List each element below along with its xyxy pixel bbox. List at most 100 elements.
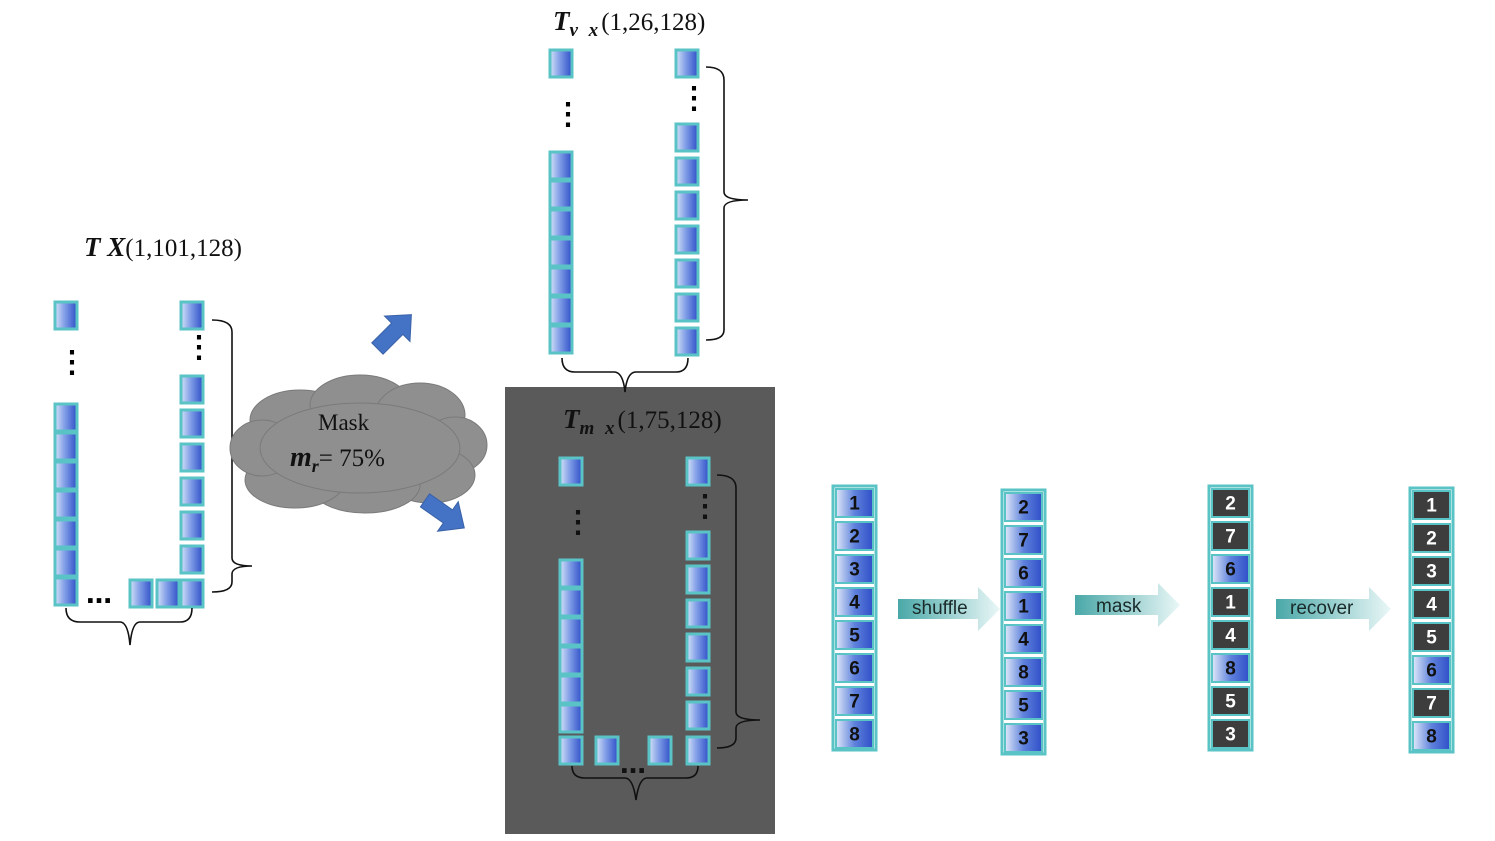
cell-number: 3 [1426, 562, 1437, 583]
cell-number: 4 [849, 593, 860, 614]
visible-cell [1412, 721, 1451, 751]
tvx-left-token [548, 48, 574, 79]
cloud-mask-label: Mask [318, 410, 370, 435]
tvx-title-subscript: v x [569, 20, 602, 41]
cell-number: 3 [1018, 729, 1029, 750]
tx-left-token [53, 402, 79, 433]
masked-cell [1412, 589, 1451, 619]
tvx-right-brace [705, 66, 749, 341]
visible-cell [1412, 655, 1451, 685]
tmx-left-token [558, 616, 584, 647]
tx-left-token [53, 547, 79, 578]
tmx-left-token [558, 558, 584, 589]
visible-cell [1211, 554, 1250, 584]
tmx-right-token [685, 735, 711, 766]
tx-right-token [179, 408, 205, 439]
tmx-left-token [558, 587, 584, 618]
tmx-left-token [558, 645, 584, 676]
tmx-title-subscript: m x [579, 418, 618, 439]
visible-cell [1004, 591, 1043, 621]
masked-cell [1412, 622, 1451, 652]
recover-arrow [1276, 587, 1391, 631]
tvx-left-token [548, 237, 574, 268]
tmx-right-token [685, 598, 711, 629]
tx-right-token [179, 476, 205, 507]
cell-number: 7 [1225, 527, 1236, 548]
tvx-left-token [548, 179, 574, 210]
cell-number: 6 [1426, 661, 1437, 682]
cell-number: 4 [1225, 626, 1236, 647]
tvx-right-token [674, 48, 700, 79]
tx-right-token [179, 300, 205, 331]
tmx-right-token [685, 530, 711, 561]
cell-number: 7 [1018, 531, 1029, 552]
tmx-left-token [558, 735, 584, 766]
tvx-left-token [548, 295, 574, 326]
mask-cloud [229, 374, 488, 514]
masked-cell [1412, 688, 1451, 718]
visible-cell [1004, 492, 1043, 522]
tvx-token-group [548, 48, 700, 357]
masked-cell [1412, 556, 1451, 586]
masked-cell [1211, 587, 1250, 617]
tvx-left-token [548, 266, 574, 297]
cell-number: 6 [849, 659, 860, 680]
cell-number: 8 [849, 725, 860, 746]
cell-number: 3 [1225, 725, 1236, 746]
tx-right-token [179, 442, 205, 473]
visible-cell [835, 653, 874, 683]
cell-number: 4 [1018, 630, 1029, 651]
cell-number: 7 [1426, 694, 1437, 715]
masked-cell [1211, 521, 1250, 551]
shuffle-arrow-label: shuffle [912, 598, 968, 619]
tvx-title-dims: (1,26,128) [601, 9, 706, 36]
tx-left-token [53, 489, 79, 520]
tvx-right-token [674, 156, 700, 187]
cell-number: 8 [1225, 659, 1236, 680]
tmx-title-dims: (1,75,128) [617, 407, 722, 434]
tvx-title-symbol: T [553, 6, 570, 36]
tx-left-token [53, 518, 79, 549]
tvx-left-token [548, 208, 574, 239]
tx-right-brace [211, 319, 253, 593]
visible-cell [1004, 525, 1043, 555]
tvx-right-token [674, 122, 700, 153]
tx-left-token [53, 431, 79, 462]
cell-number: 5 [1018, 696, 1029, 717]
cell-number: 1 [1426, 496, 1437, 517]
tmx-right-token [685, 564, 711, 595]
visible-cell [835, 521, 874, 551]
tx-left-token [53, 576, 79, 607]
cloud-ratio-label: mr= 75% [290, 442, 385, 477]
mask-arrow [1075, 583, 1180, 627]
tmx-right-token [685, 632, 711, 663]
ratio-subscript: r [311, 456, 319, 476]
process-column-masked [1207, 484, 1254, 752]
visible-cell [1211, 653, 1250, 683]
cell-number: 6 [1225, 560, 1236, 581]
visible-cell [835, 587, 874, 617]
tx-bottom-ellipsis: … [86, 580, 112, 610]
tx-right-token [179, 374, 205, 405]
masked-cell [1211, 686, 1250, 716]
shuffle-arrow [898, 587, 1000, 631]
process-column-shuffled [1000, 488, 1047, 756]
tmx-bottom-ellipsis: … [620, 750, 646, 780]
tx-title-symbol: T X [84, 232, 126, 262]
ratio-symbol: m [290, 442, 312, 473]
tx-right-token [179, 544, 205, 575]
visible-cell [835, 554, 874, 584]
tx-right-vdots: ⋮ [184, 331, 214, 364]
cell-number: 4 [1426, 595, 1437, 616]
cell-number: 5 [1426, 628, 1437, 649]
tmx-right-token [685, 700, 711, 731]
tmx-left-token [558, 703, 584, 734]
tx-title: T X(1,101,128) [84, 232, 242, 263]
visible-cell [1004, 690, 1043, 720]
tmx-right-vdots: ⋮ [690, 490, 720, 523]
visible-cell [1004, 723, 1043, 753]
tmx-token-group [558, 456, 711, 766]
tx-title-dims: (1,101,128) [125, 235, 242, 262]
tvx-right-token [674, 258, 700, 289]
